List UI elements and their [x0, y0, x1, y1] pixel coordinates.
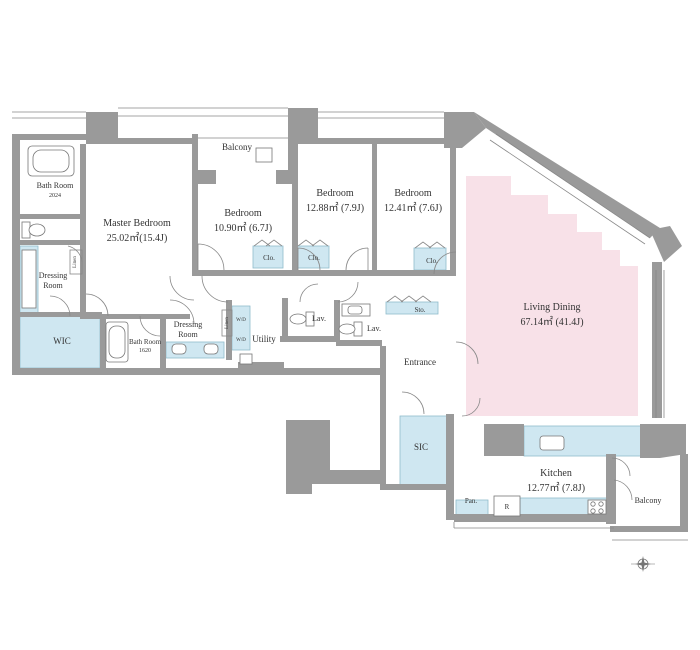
- bedroom-3-area: 12.41㎡ (7.6J): [384, 202, 442, 214]
- balcony-right-label: Balcony: [635, 496, 662, 505]
- linen-2-label: Linen: [225, 317, 230, 329]
- kitchen-area: 12.77㎡ (7.8J): [527, 482, 585, 494]
- clo-3-label: Clo.: [426, 257, 438, 265]
- dressing-room-2-label-2: Room: [178, 330, 198, 339]
- exterior-walls: [12, 108, 688, 532]
- lav-2-label: Lav.: [367, 324, 381, 333]
- kitchen-sink: [539, 435, 565, 451]
- toilet-1: [21, 221, 46, 239]
- clo-2-label: Clo.: [308, 254, 320, 262]
- compass-rose-icon: [631, 556, 655, 572]
- master-bedroom-label: Master Bedroom: [103, 218, 171, 229]
- dressing-room-2-sinks: [171, 343, 219, 355]
- master-bedroom-area: 25.02㎡(15.4J): [107, 232, 168, 244]
- bathtub-1: [27, 145, 75, 177]
- clo-1-label: Clo.: [263, 254, 275, 262]
- clo-1-floor: [252, 245, 284, 269]
- bedroom-1-area: 10.90㎡ (6.7J): [214, 222, 272, 234]
- utility-sink: [239, 353, 253, 365]
- wd-1-floor: [231, 305, 251, 351]
- bath-room-1-label: Bath Room: [37, 181, 74, 190]
- wic-label: WIC: [53, 336, 71, 346]
- living-dining-area: 67.14㎡ (41.4J): [520, 316, 583, 328]
- lav-2-counter: [341, 303, 371, 317]
- utility-label: Utility: [252, 334, 276, 344]
- sic-label: SIC: [414, 442, 428, 452]
- wd-2-label: W/D: [236, 338, 246, 343]
- refrigerator-label: R: [505, 503, 510, 511]
- bath-room-2-label: Bath Room: [129, 338, 162, 346]
- cooktop: [587, 499, 607, 515]
- balcony-ac-unit: [255, 147, 273, 163]
- dressing-room-1-label: Dressing: [39, 271, 67, 280]
- sto-floor: [385, 301, 439, 315]
- balcony-top-label: Balcony: [222, 142, 252, 152]
- wd-1-label: W/D: [236, 318, 246, 323]
- bedroom-2-area: 12.88㎡ (7.9J): [306, 202, 364, 214]
- bedroom-2-label: Bedroom: [316, 188, 353, 199]
- bedroom-1-label: Bedroom: [224, 208, 261, 219]
- lav-1-label: Lav.: [312, 314, 326, 323]
- closet-hangers: [253, 239, 446, 303]
- dressing-room-1-counter: [21, 249, 37, 309]
- linen-1-label: Linen: [73, 256, 78, 268]
- pan-label: Pan.: [465, 497, 478, 505]
- refrigerator-box: [493, 495, 521, 517]
- dressing-room-1-label-2: Room: [43, 281, 63, 290]
- balcony-rails: [12, 107, 688, 541]
- living-dining-label: Living Dining: [524, 302, 581, 313]
- bathtub-2: [105, 321, 129, 363]
- room-labels: Balcony Bath Room 2024 Master Bedroom 25…: [37, 142, 662, 511]
- door-swings: [49, 243, 633, 501]
- bedroom-3-label: Bedroom: [394, 188, 431, 199]
- toilet-2: [289, 311, 315, 327]
- sto-label: Sto.: [414, 306, 425, 314]
- entrance-label: Entrance: [404, 357, 436, 367]
- kitchen-label: Kitchen: [540, 468, 572, 479]
- bath-room-1-size: 2024: [49, 193, 61, 199]
- bath-room-2-size: 1620: [139, 348, 151, 354]
- living-dining-floor: [466, 176, 638, 416]
- dressing-room-2-label: Dressing: [174, 320, 202, 329]
- toilet-3: [338, 321, 363, 337]
